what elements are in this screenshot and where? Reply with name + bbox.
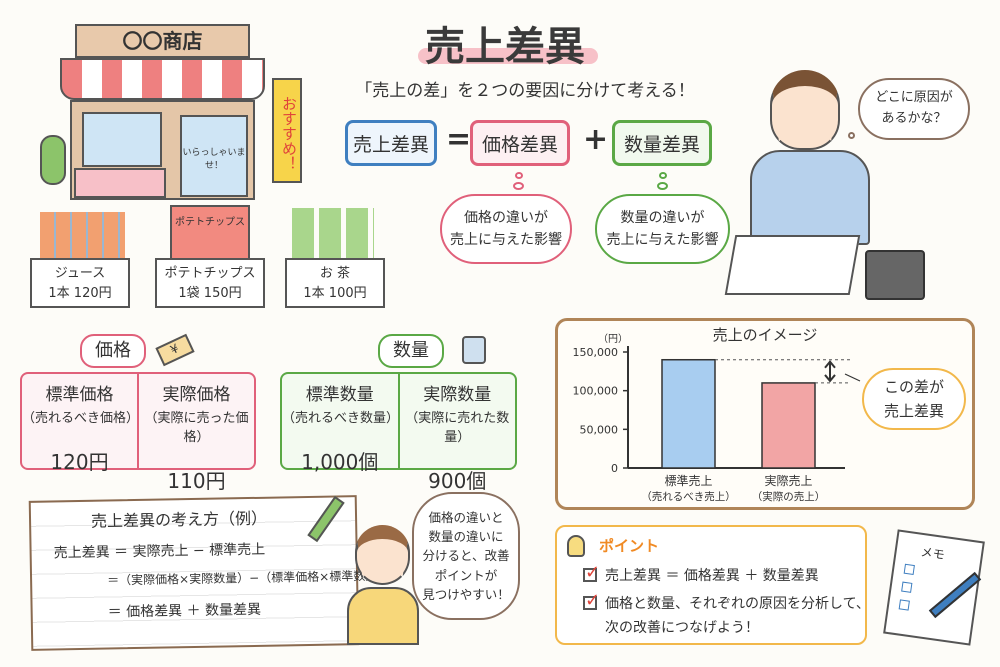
chart-title: 売上のイメージ [713, 326, 818, 344]
y-tick-label: 0 [611, 462, 618, 475]
equals-sign: = [446, 122, 472, 157]
price-note-cloud: 価格の違いが売上に与えた影響 [440, 194, 572, 264]
y-tick-label: 50,000 [580, 423, 619, 436]
potato-chips-bag-icon: ポテトチップス [170, 205, 250, 263]
price-variance-box: 価格差異 [470, 120, 570, 166]
door-sign: いらっしゃいませ！ [180, 115, 248, 197]
quantity-note-cloud: 数量の違いが売上に与えた影響 [595, 194, 730, 264]
store-sign: 〇〇商店 [75, 24, 250, 58]
subtitle: 「売上の差」を２つの要因に分けて考える！ [355, 81, 695, 101]
sales-bar-chart: 売上のイメージ （円） 0 50,000 100,000 150,000 標準売上 （売れるべ… [573, 326, 861, 503]
x-tick-sublabel: （実際の売上） [752, 490, 826, 503]
point-box: ポイント 売上差異 ＝ 価格差異 ＋ 数量差異 価格と数量、それぞれの原因を分析… [555, 525, 870, 645]
point-item: 価格と数量、それぞれの原因を分析して、 [583, 590, 870, 613]
x-tick-label: 標準売上 [664, 473, 712, 488]
scale-icon [462, 336, 486, 364]
quantity-variance-box: 数量差異 [612, 120, 712, 166]
y-axis-unit: （円） [598, 333, 628, 345]
juice-cans-icon [40, 212, 125, 262]
point-item-continued: 次の改善につなげよう！ [605, 620, 759, 636]
example-notebook: 売上差異の考え方（例） 売上差異 ＝ 実際売上 − 標準売上 ＝（実際価格×実際… [28, 495, 389, 651]
price-label: 価格 [80, 334, 146, 368]
calculator-icon [865, 250, 925, 300]
man-head [770, 70, 840, 150]
x-tick-label: 実際売上 [764, 473, 812, 488]
thought-dot [513, 182, 524, 190]
yen-price-tag-icon: ¥ [155, 333, 195, 367]
example-line: 売上差異 ＝ 実際売上 − 標準売上 [53, 541, 266, 562]
quantity-table: 標準数量（売れるべき数量）1,000個 実際数量（実際に売れた数量）900個 [280, 372, 517, 493]
thought-dot [848, 132, 855, 139]
flower-box [74, 168, 166, 198]
price-table: 標準価格（売れるべき価格）120円 実際価格（実際に売った価格）110円 [20, 372, 256, 493]
plant-icon [40, 135, 66, 185]
man-thought-bubble: どこに原因があるかな？ [858, 78, 970, 140]
open-notebook-icon [724, 235, 861, 295]
checkbox-icon [583, 590, 600, 611]
y-tick-label: 100,000 [573, 385, 619, 398]
y-tick-label: 150,000 [573, 346, 619, 359]
man-shirt [750, 150, 870, 245]
example-line: ＝ 価格差異 ＋ 数量差異 [107, 601, 262, 621]
quantity-label: 数量 [378, 334, 444, 368]
girl-speech-bubble: 価格の違いと数量の違いに分けると、改善ポイントが見つけやすい！ [412, 492, 520, 620]
girl-illustration [345, 525, 420, 645]
man-illustration [724, 65, 925, 300]
annotation-pointer [844, 373, 861, 382]
difference-arrowheads [824, 360, 836, 383]
thought-dot [657, 182, 668, 190]
thought-dot [515, 172, 523, 179]
x-tick-sublabel: （売れるべき売上） [641, 490, 736, 503]
difference-cloud: この差が売上差異 [862, 368, 966, 430]
window [82, 112, 162, 167]
bar-actual-sales [761, 382, 816, 469]
thought-dot [659, 172, 667, 179]
checkbox-icon [583, 562, 600, 583]
tea-bottles-icon [292, 208, 374, 260]
sales-variance-box: 売上差異 [345, 120, 437, 166]
lightbulb-icon [567, 535, 585, 557]
store-illustration: 〇〇商店 いらっしゃいませ！ [40, 20, 270, 205]
awning [60, 58, 265, 100]
point-item: 売上差異 ＝ 価格差異 ＋ 数量差異 [583, 562, 819, 585]
point-label: ポイント [599, 537, 660, 555]
title-highlight [418, 48, 598, 64]
page-title: 売上差異 [425, 24, 585, 70]
plus-sign: + [583, 122, 609, 157]
recommend-banner: おすすめ！ [272, 78, 302, 183]
example-title: 売上差異の考え方（例） [90, 508, 268, 531]
bar-standard-sales [661, 358, 716, 469]
